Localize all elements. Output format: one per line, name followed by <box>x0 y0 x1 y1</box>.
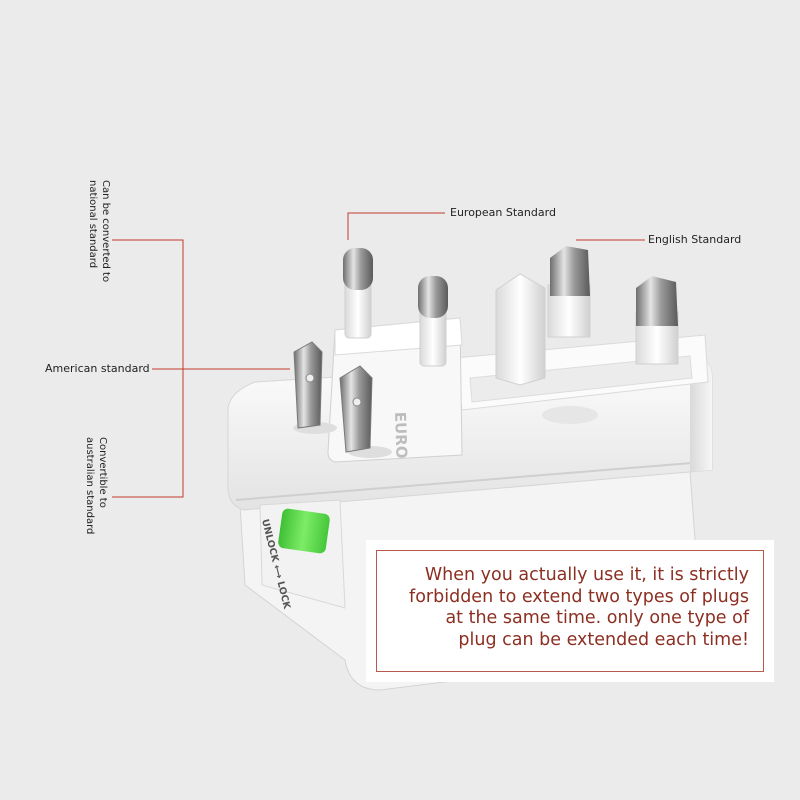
australian-standard-callout: Convertible to australian standard <box>83 437 109 534</box>
european-standard-callout: European Standard <box>450 206 556 219</box>
american-pins <box>293 341 373 453</box>
european-pins <box>343 248 448 367</box>
callout-lines <box>112 212 645 498</box>
english-pins <box>495 246 679 386</box>
warning-line: forbidden to extend two types of plugs <box>409 586 749 607</box>
warning-border: When you actually use it, it is strictly… <box>376 550 764 672</box>
warning-line: at the same time. only one type of <box>445 608 749 628</box>
warning-text: When you actually use it, it is strictly… <box>409 565 749 651</box>
euro-marking: EURO <box>391 412 411 459</box>
warning-notice: When you actually use it, it is strictly… <box>366 540 774 682</box>
warning-line: When you actually use it, it is strictly <box>424 565 749 585</box>
warning-line: plug can be extended each time! <box>458 629 749 650</box>
national-standard-callout: Can be converted to national standard <box>86 180 112 282</box>
english-standard-callout: English Standard <box>648 233 742 246</box>
american-standard-callout: American standard <box>45 362 150 375</box>
lock-slider <box>259 499 346 609</box>
callout-line: Can be converted to <box>100 180 111 283</box>
callout-line: national standard <box>87 180 98 269</box>
callout-line: Convertible to <box>97 437 108 508</box>
callout-line: australian standard <box>84 437 95 535</box>
